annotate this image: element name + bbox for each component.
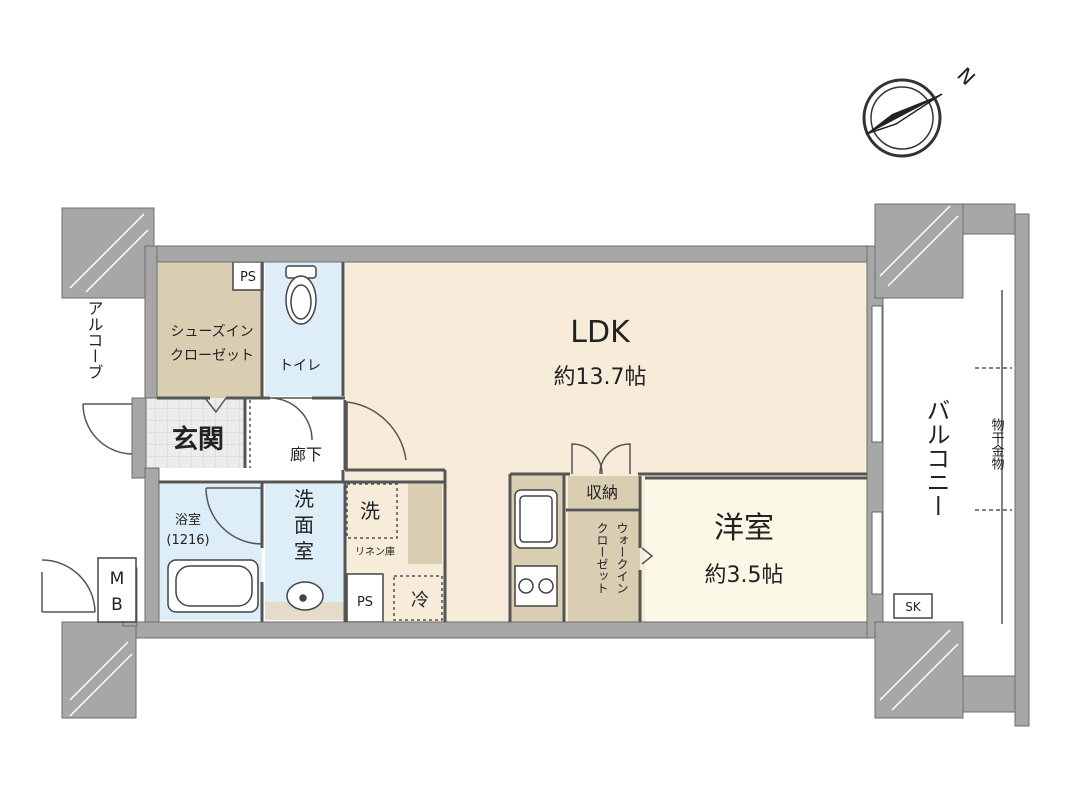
toilet-fixture — [285, 265, 317, 325]
shoes-closet-label-1: シューズイン — [170, 324, 253, 340]
sk-label: SK — [905, 600, 922, 614]
western-room-area-label: 約3.5帖 — [705, 563, 784, 588]
storage-floor — [568, 476, 638, 508]
washroom-side-storage — [408, 482, 442, 564]
entrance-floor — [145, 398, 245, 468]
corridor-floor — [245, 398, 345, 470]
compass-icon — [862, 78, 943, 158]
ps-bottom-label: PS — [357, 595, 373, 610]
kitchen-stove — [514, 565, 558, 607]
western-room-floor — [645, 478, 867, 622]
ldk-area-label: 約13.7帖 — [554, 365, 647, 390]
mb-label-1: M — [110, 569, 125, 589]
ps-top-box — [232, 261, 264, 291]
compass-north-label: N — [952, 63, 980, 91]
shoes-closet-label-2: クローゼット — [170, 348, 254, 364]
bathtub — [167, 559, 259, 613]
laundry-hardware-label: 物干金物 — [989, 418, 1005, 471]
ps-bottom-box — [346, 573, 384, 623]
storage-label: 収納 — [586, 483, 618, 502]
ps-top-label: PS — [240, 270, 256, 285]
washroom-label-3: 室 — [294, 539, 314, 563]
mb-label-2: B — [111, 595, 123, 615]
washroom-label-2: 面 — [294, 513, 314, 537]
walkin-floor — [568, 512, 640, 622]
partitions — [157, 262, 867, 622]
balcony-lines — [975, 290, 1012, 624]
wash-basin — [286, 581, 324, 611]
washroom-strip — [265, 602, 345, 620]
linen-label: リネン庫 — [355, 545, 395, 558]
bath-size-label: (1216) — [166, 533, 209, 548]
doors — [41, 397, 654, 613]
toilet-label: トイレ — [279, 358, 321, 374]
entrance-label: 玄関 — [172, 424, 224, 455]
windows — [871, 305, 883, 595]
walkin-label-1: ウォークイン — [615, 522, 629, 594]
ldk-label: LDK — [570, 315, 631, 350]
wall-hatching — [69, 205, 959, 717]
washer-label: 洗 — [360, 499, 380, 523]
alcove-label: アルコーブ — [85, 300, 104, 380]
corridor-label: 廊下 — [290, 445, 322, 464]
mb-box — [97, 557, 137, 623]
sk-box — [893, 593, 933, 619]
kitchen-sink — [514, 489, 558, 549]
washroom-label-1: 洗 — [294, 487, 314, 511]
western-room-label: 洋室 — [714, 511, 774, 546]
fridge-label: 冷 — [411, 590, 429, 611]
dashed-outlines — [249, 400, 443, 621]
bath-label: 浴室 — [175, 512, 201, 528]
balcony-label: バルコニー — [922, 398, 950, 518]
walkin-label-2: クローゼット — [595, 522, 609, 594]
